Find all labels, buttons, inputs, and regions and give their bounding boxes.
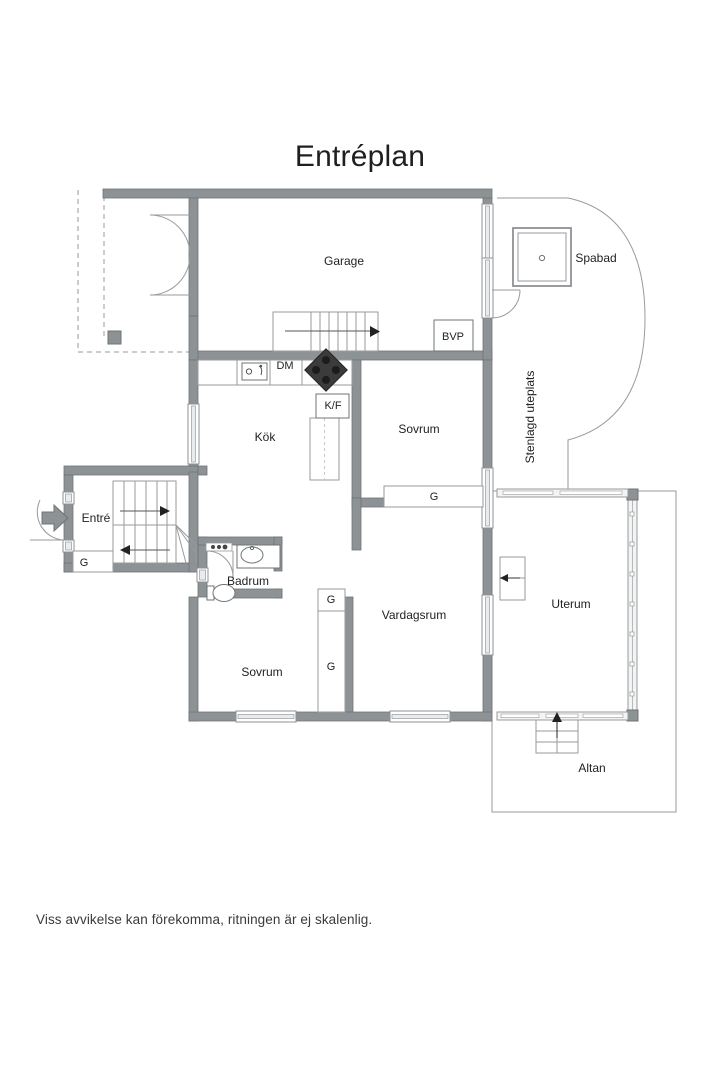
closet-label-hall-lower: G: [327, 661, 336, 673]
room-label-garage: Garage: [324, 254, 364, 268]
kitchen-sink-icon: [241, 362, 268, 381]
walls: [63, 188, 493, 722]
closet-box-hall-lower: [317, 610, 346, 713]
page-title: Entréplan: [294, 140, 426, 173]
appliance-label-kf: K/F: [324, 400, 341, 412]
appliance-labels: DM K/F: [276, 360, 341, 412]
entry-door-arrow: [30, 499, 69, 541]
room-label-uterum: Uterum: [551, 597, 590, 611]
dashed-driveway-outline: [77, 190, 196, 353]
closet-boxes: [72, 485, 484, 713]
bathroom-fixtures: [205, 542, 281, 602]
room-label-sovrum-lower: Sovrum: [241, 665, 282, 679]
disclaimer-text: Viss avvikelse kan förekomma, ritningen …: [36, 912, 373, 927]
room-label-altan: Altan: [578, 761, 605, 775]
closet-labels: G G G G: [80, 491, 439, 673]
stove-icon: [304, 348, 348, 392]
closet-label-sovrum-up: G: [430, 491, 439, 503]
room-label-spabad: Spabad: [575, 251, 616, 265]
room-label-kok: Kök: [255, 430, 277, 444]
driveway-post: [107, 330, 122, 345]
uterum-structure: [496, 488, 639, 754]
patio-outline: [497, 197, 646, 492]
room-label-bvp: BVP: [442, 331, 464, 343]
garage-door-swing: [149, 214, 191, 296]
room-labels: Garage Spabad BVP Kök Sovrum Stenlagd ut…: [82, 251, 617, 775]
bvp-box: [433, 319, 474, 352]
closet-label-hall-upper: G: [327, 594, 336, 606]
room-label-vardagsrum: Vardagsrum: [382, 608, 446, 622]
closet-label-entre: G: [80, 557, 89, 569]
room-label-entre: Entré: [82, 511, 111, 525]
entre-stairs: [112, 480, 197, 564]
appliance-label-dm: DM: [276, 360, 293, 372]
closet-box-entre: [72, 550, 114, 573]
spabad-door-swing: [491, 289, 521, 319]
garage-stairs: [272, 311, 380, 352]
room-label-stenlagd-uteplats: Stenlagd uteplats: [523, 371, 537, 464]
closet-box-sovrum-upper: [383, 485, 484, 508]
windows: [62, 203, 494, 723]
spabad-tub: [512, 227, 572, 287]
fridge-freezer-box: [315, 393, 350, 419]
room-label-badrum: Badrum: [227, 574, 269, 588]
room-label-sovrum-upper: Sovrum: [398, 422, 439, 436]
